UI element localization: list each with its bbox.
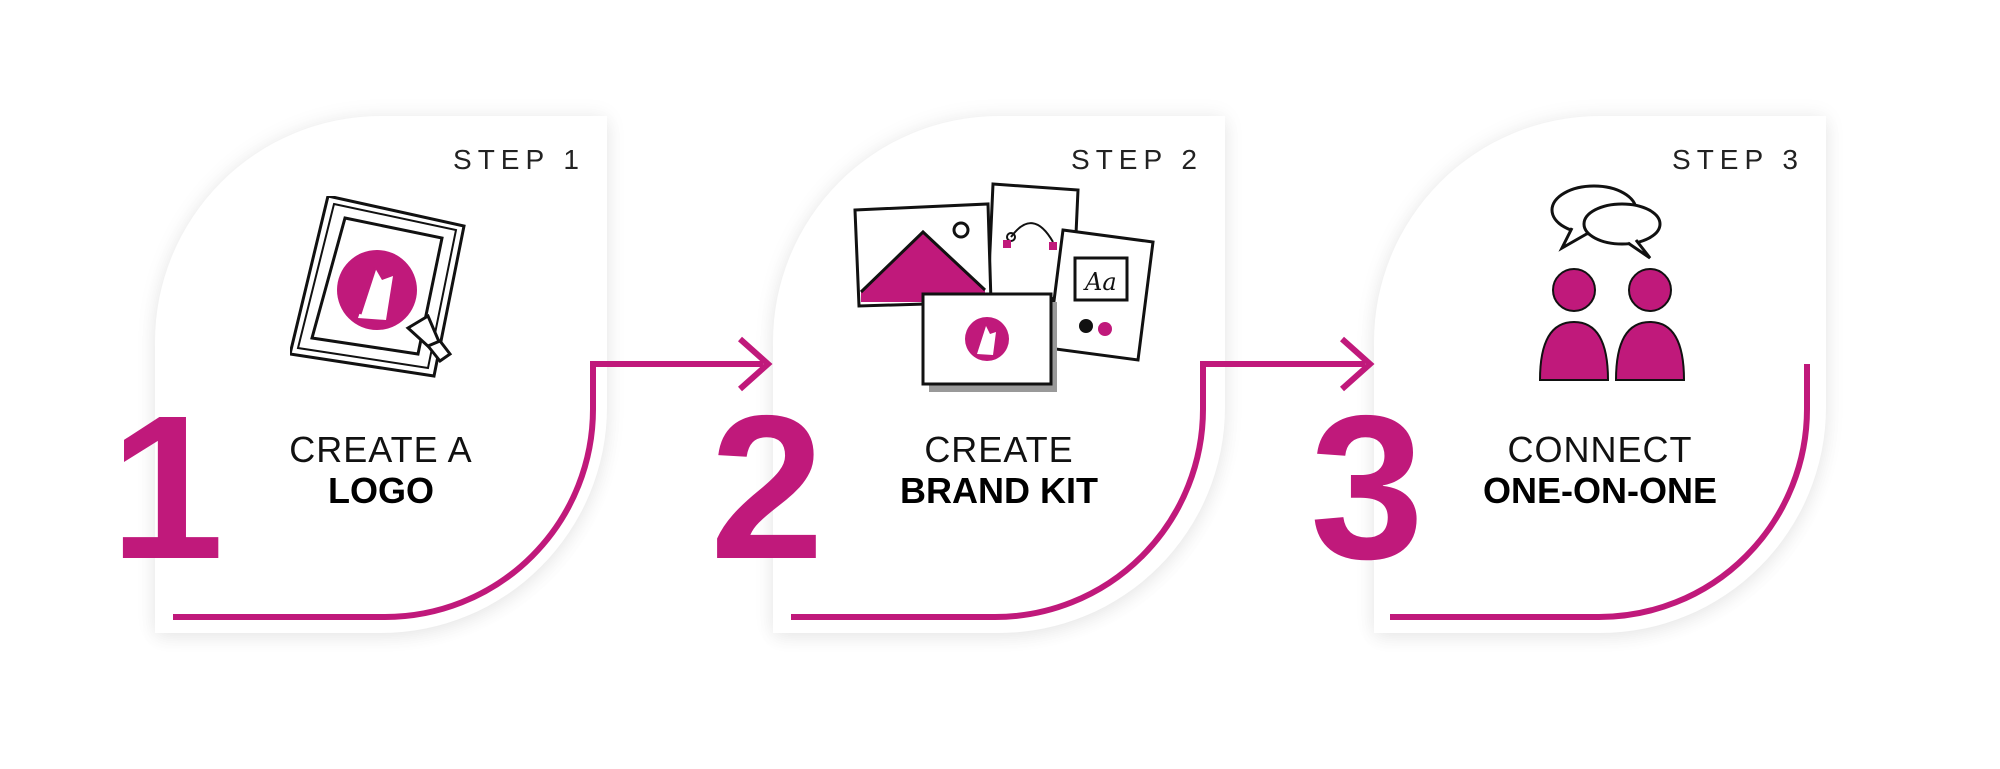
step-label: STEP 1 [453, 144, 585, 175]
step-card-2: STEP 2 Aa CREATE BRAND KIT [773, 116, 1225, 633]
step-card-3: STEP 3 CONNECT ONE-ON-ONE [1374, 116, 1826, 633]
svg-text:Aa: Aa [1083, 268, 1117, 296]
logo-design-icon [290, 196, 466, 378]
step-title-line-2: ONE-ON-ONE [1483, 470, 1717, 511]
step-title-line-2: BRAND KIT [900, 470, 1098, 511]
step-title-line-1: CONNECT [1507, 429, 1693, 470]
people-chat-icon [1538, 184, 1686, 381]
step-number-1: 1 [110, 373, 225, 602]
step-label: STEP 3 [1672, 144, 1804, 175]
step-number-2: 2 [710, 373, 825, 602]
step-title-line-1: CREATE [924, 429, 1074, 470]
step-label: STEP 2 [1071, 144, 1203, 175]
brand-kit-icon: Aa [853, 182, 1155, 392]
step-number-3: 3 [1310, 373, 1425, 602]
